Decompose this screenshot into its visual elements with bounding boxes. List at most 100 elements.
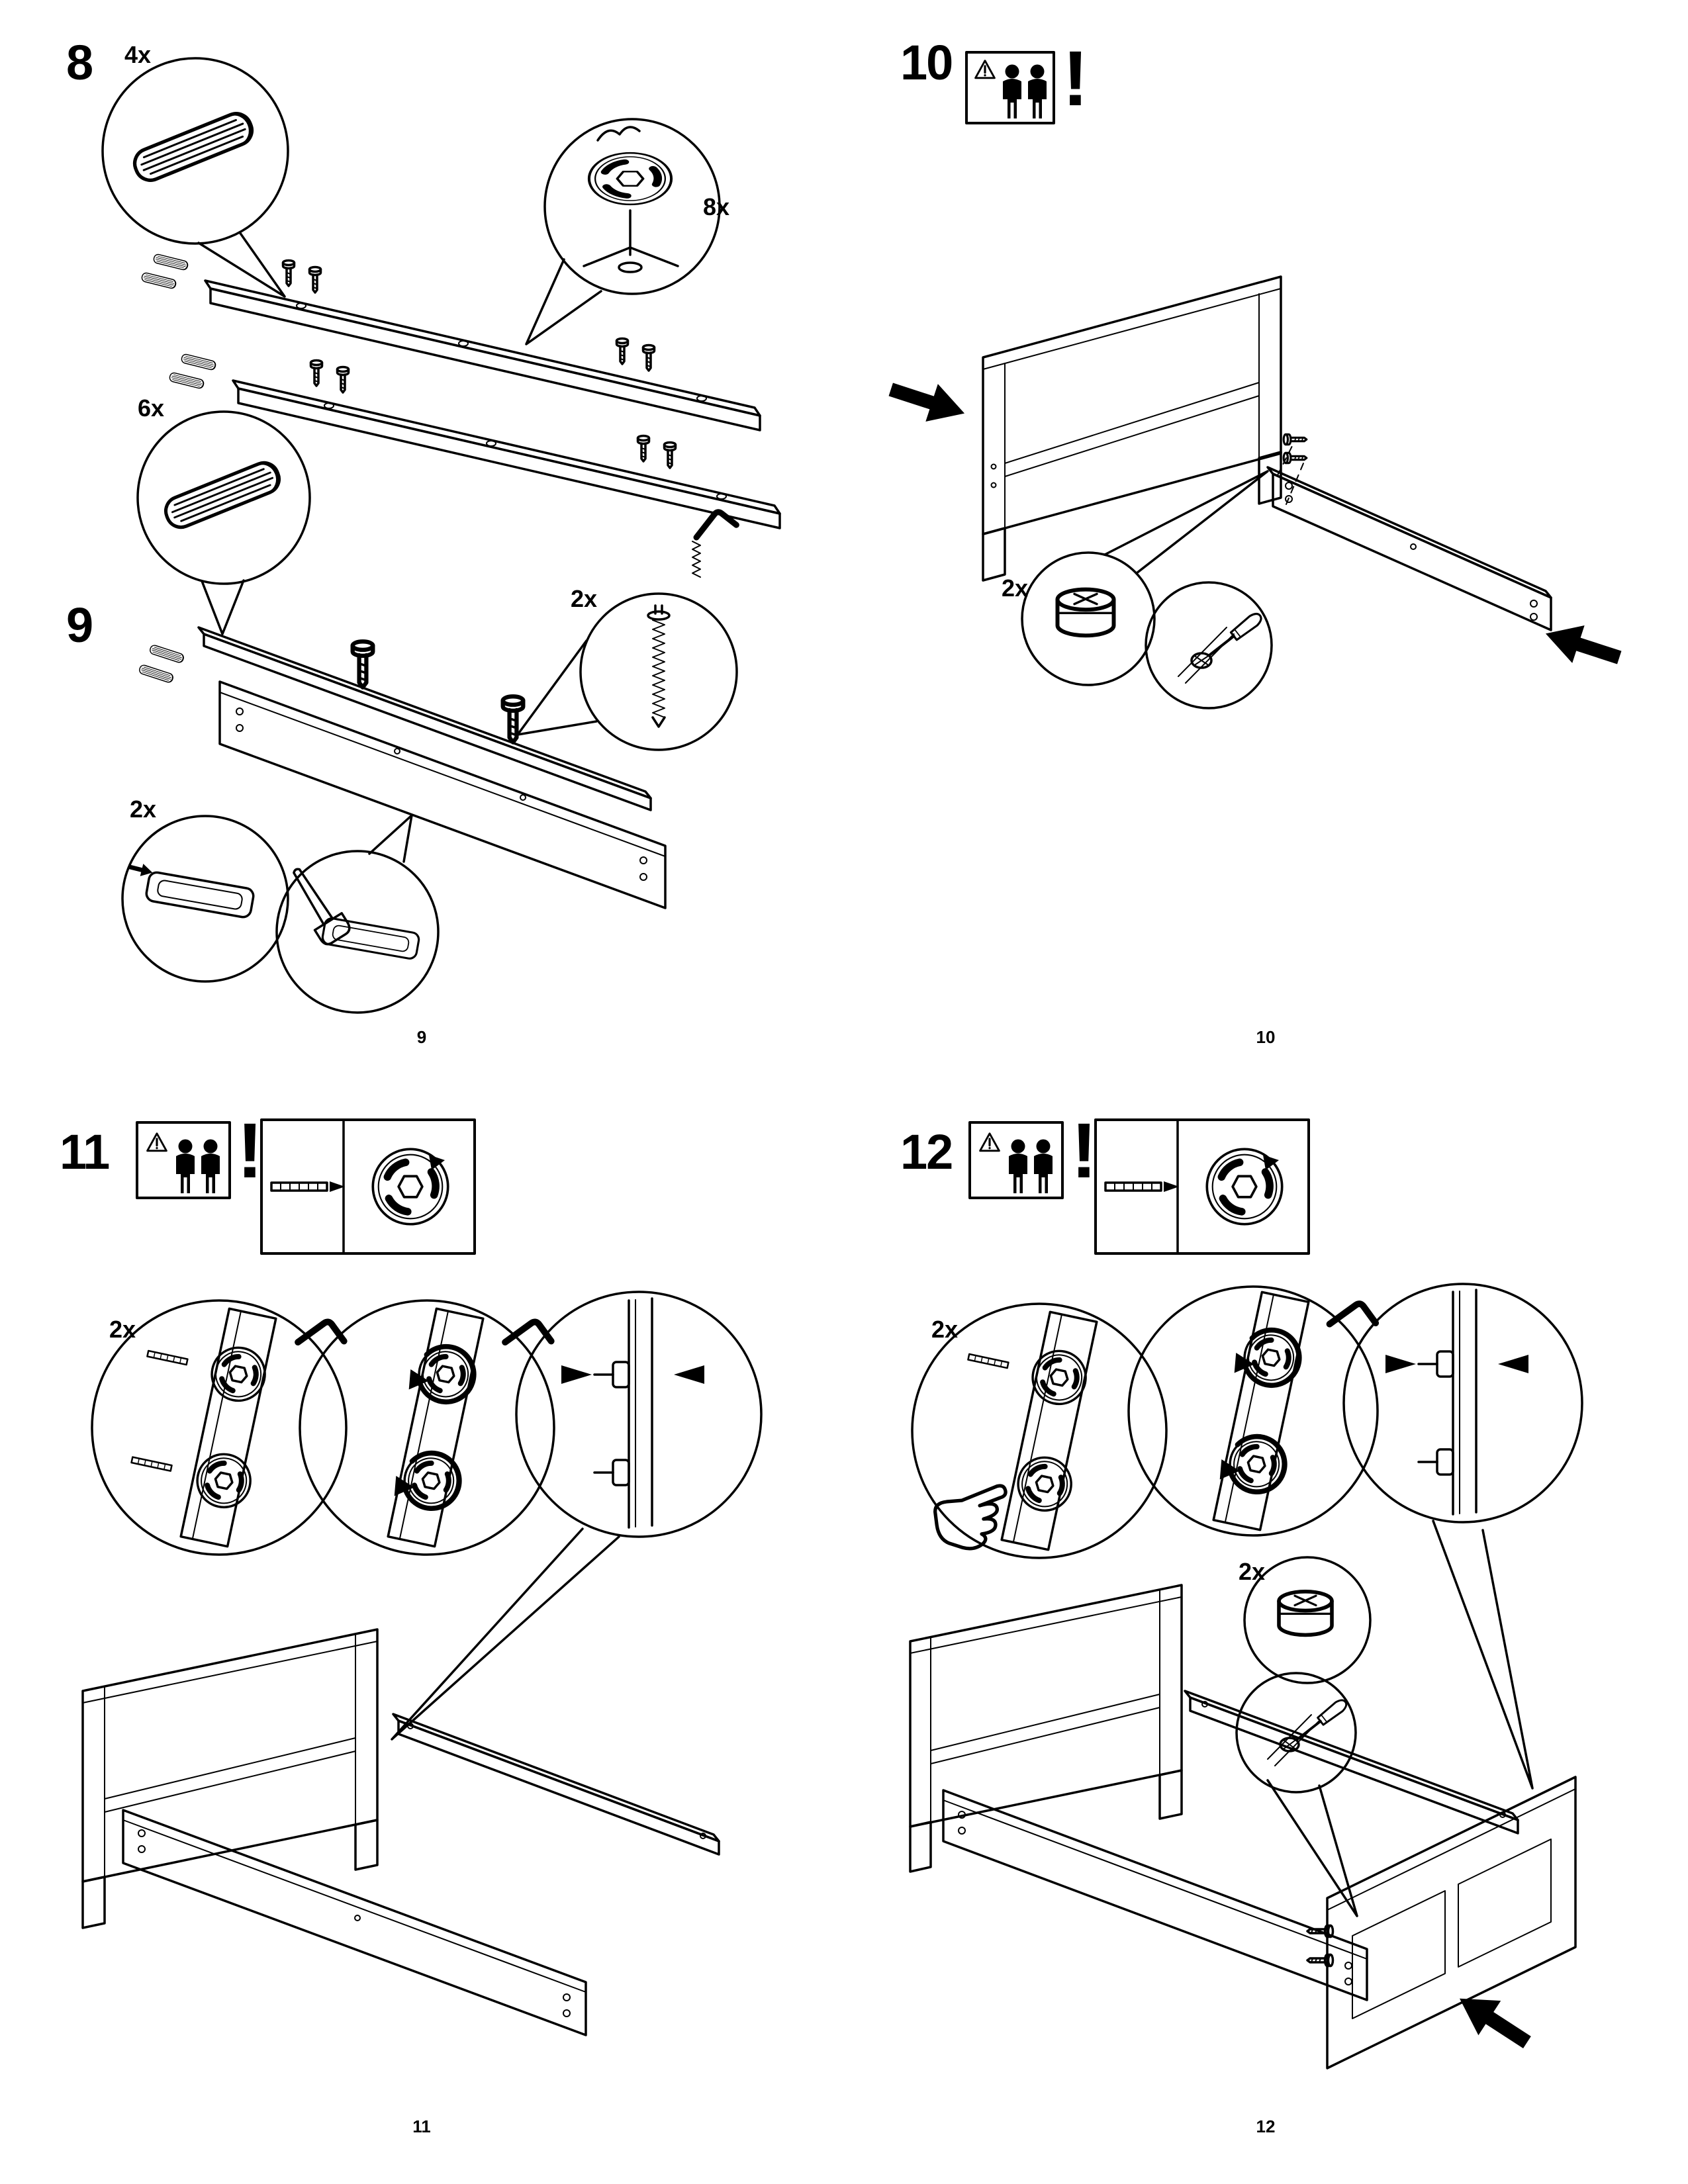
insert-arrow-icon: [1164, 1181, 1179, 1192]
wheel-callout-1: [911, 1302, 1168, 1559]
cam-bolt-icon: [636, 434, 651, 463]
screwdriver-icon: [1205, 611, 1264, 660]
dowel-icon: [130, 109, 256, 185]
step-9-screw-qty: 2x: [571, 585, 598, 612]
diagram-step-10: [884, 51, 1626, 709]
insert-arrow-icon: [330, 1181, 345, 1192]
booklet-page-9: 8 4x 8x 9 6x 2x 2x 9: [0, 0, 844, 1092]
double-screw-icon: [647, 604, 671, 728]
page-number-10: 10: [1256, 1027, 1276, 1047]
metal-pin-icon: [967, 1353, 1009, 1369]
cam-bolt-icon: [308, 265, 322, 294]
push-arrow-icon: [1539, 614, 1626, 676]
dowel-icon: [152, 253, 189, 271]
step-10-camlock-qty: 2x: [1002, 574, 1029, 602]
page-number-12: 12: [1256, 2116, 1276, 2136]
bed-frame: [81, 1628, 720, 2036]
dowel-icon: [168, 371, 205, 390]
flush-arrow-icon: [1498, 1355, 1528, 1373]
booklet-page-10: 10 ! 2x 10: [844, 0, 1688, 1092]
diagram-steps-8-9: [101, 57, 781, 1014]
step8-camlock-callout: [525, 118, 721, 345]
step9-screw-callout: [516, 510, 737, 751]
cam-lock-icon: [1279, 1592, 1332, 1635]
cam-bolt-icon: [336, 365, 350, 394]
wheel-callout-1: [91, 1299, 348, 1556]
hex-key-icon: [696, 510, 736, 552]
step9-lockplate-callouts: [121, 814, 440, 1014]
step-11-number: 11: [60, 1124, 110, 1179]
dowel-icon: [140, 271, 177, 290]
step-9-lockplate-qty: 2x: [130, 796, 157, 823]
flush-arrow-icon: [561, 1365, 592, 1384]
warning-exclamation: !: [1071, 1107, 1098, 1195]
step-8-camlock-qty: 8x: [703, 193, 730, 220]
metal-pin-icon: [146, 1349, 189, 1366]
diagram-step-11: [81, 1118, 763, 2036]
push-arrow-icon: [884, 371, 971, 433]
step-9-dowel-qty: 6x: [138, 394, 165, 422]
spring-clip-icon: [596, 126, 641, 142]
headboard: [982, 275, 1308, 582]
footboard: [1306, 1776, 1577, 2070]
cam-bolt-icon: [1282, 451, 1308, 465]
step9-rail-assembly: [138, 626, 667, 909]
diagram-step-12: [909, 1118, 1583, 2070]
push-arrow-icon: [1448, 1981, 1538, 2060]
person-icon: [1009, 1139, 1027, 1193]
hex-key-tool: [692, 510, 736, 578]
step-11-wheel-qty: 2x: [109, 1316, 136, 1343]
metal-pin-icon: [270, 1181, 328, 1192]
wheel-callout-3: [1342, 1283, 1583, 1524]
cam-bolt-icon: [1282, 433, 1308, 446]
cam-bolt-icon: [615, 337, 630, 365]
step-12-wheel-qty: 2x: [931, 1316, 959, 1343]
cam-bolt-icon: [663, 441, 677, 469]
cam-bolt-icon: [1306, 1953, 1335, 1968]
bed-frame: [909, 1584, 1577, 2070]
callout-pointer-lines: [1432, 1520, 1534, 1790]
side-rail: [1266, 441, 1552, 631]
lock-plate-icon: [321, 917, 420, 960]
page-number-11: 11: [412, 2116, 431, 2136]
cam-bolt-icon: [309, 359, 324, 387]
warning-box: [136, 1121, 231, 1199]
flush-arrow-icon: [1385, 1355, 1416, 1373]
callout-pointer-lines: [391, 1527, 620, 1741]
hex-key-icon: [1330, 1302, 1376, 1345]
warning-box: [965, 51, 1055, 124]
step-12-camlock-qty: 2x: [1239, 1558, 1266, 1585]
warning-exclamation: !: [237, 1107, 263, 1195]
cam-lock-top-icon: [589, 153, 671, 205]
hammer-icon: [281, 860, 353, 948]
person-icon: [201, 1139, 220, 1193]
warning-triangle-icon: [974, 60, 996, 79]
wheel-callout-3: [515, 1291, 763, 1538]
warning-triangle-icon: [979, 1132, 1000, 1152]
flush-arrow-icon: [674, 1365, 704, 1384]
dowel-icon: [162, 459, 283, 531]
metal-pin-icon: [130, 1456, 173, 1472]
dowel-icon: [148, 643, 185, 664]
wheel-callout-2: [1127, 1285, 1380, 1537]
step8-dowel-callout: [101, 57, 289, 298]
person-icon: [1028, 64, 1047, 118]
step-10-number: 10: [900, 35, 953, 90]
lock-plate-icon: [145, 871, 255, 919]
warning-triangle-icon: [146, 1132, 167, 1152]
person-icon: [1034, 1139, 1053, 1193]
cam-lock-icon: [1058, 590, 1114, 636]
step-8-dowel-qty: 4x: [124, 41, 152, 68]
step-8-number: 8: [66, 35, 93, 90]
rotate-arrow-icon: [429, 1155, 445, 1170]
page-number-9: 9: [416, 1027, 427, 1047]
booklet-page-12: 12 ! 2x 2x 12: [844, 1092, 1688, 2184]
wheel-lock-legend: [1094, 1118, 1310, 1255]
dowel-icon: [138, 663, 175, 684]
camlock-callouts: [1021, 470, 1273, 709]
long-screw-icon: [503, 696, 524, 742]
screwdriver-icon: [1292, 1696, 1350, 1745]
cam-bolt-icon: [281, 259, 296, 287]
step8-rail-lower: [168, 353, 781, 529]
